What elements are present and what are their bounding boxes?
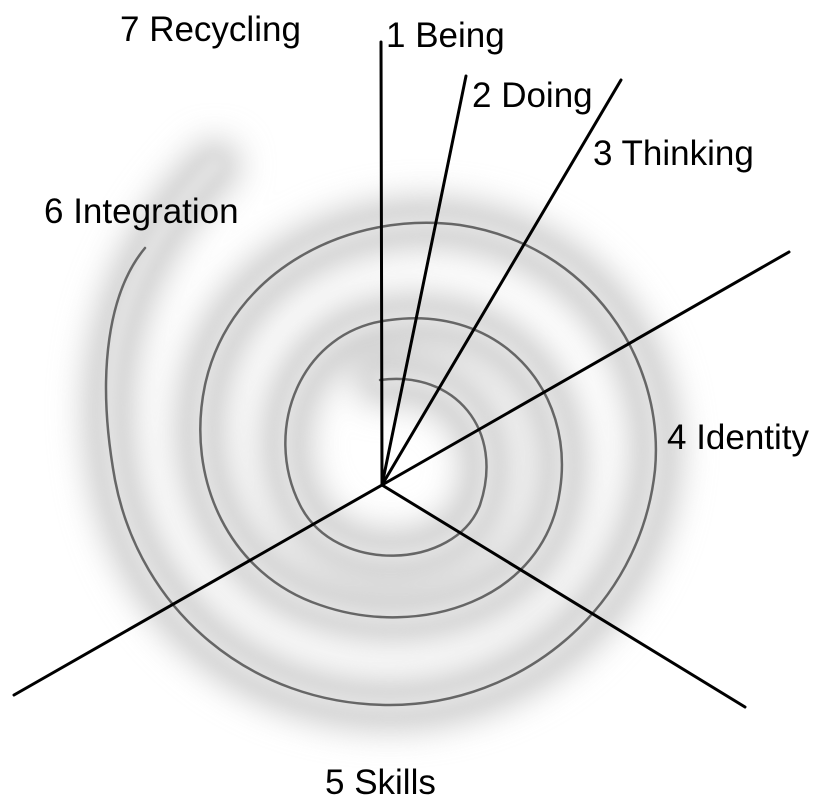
stage-lines [12, 40, 791, 709]
label-doing: 2 Doing [472, 76, 593, 115]
line-skills [380, 483, 747, 709]
line-doing [380, 74, 468, 487]
label-identity: 4 Identity [667, 418, 810, 457]
line-identity [380, 250, 791, 487]
label-integration: 6 Integration [44, 192, 239, 231]
label-skills: 5 Skills [325, 763, 436, 802]
label-being: 1 Being [386, 16, 505, 55]
label-recycling: 7 Recycling [120, 10, 301, 49]
spiral-line [104, 221, 658, 707]
line-being [379, 40, 384, 487]
label-thinking: 3 Thinking [593, 134, 754, 173]
line-integration [12, 483, 384, 697]
line-thinking [380, 78, 623, 487]
